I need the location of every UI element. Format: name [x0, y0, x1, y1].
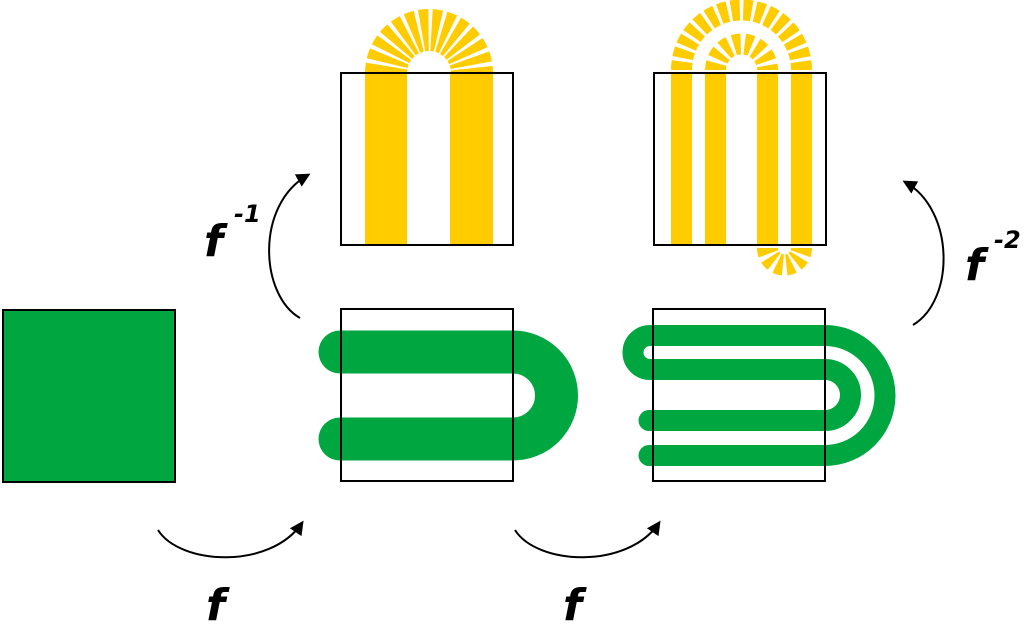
second-horseshoe — [622, 308, 896, 482]
first-preimage — [340, 9, 514, 246]
initial-square — [2, 309, 176, 483]
label-f-inverse-1: f — [204, 216, 228, 267]
label-f-1: f — [206, 580, 230, 631]
arrow-f-2 — [514, 520, 661, 559]
label-f-inverse-2-exponent: -2 — [994, 226, 1021, 254]
arrow-f-inverse-1 — [268, 173, 311, 319]
arrow-f-inverse-2 — [902, 180, 945, 326]
label-f-2: f — [563, 580, 587, 631]
arrow-f-1 — [157, 520, 304, 559]
first-horseshoe — [318, 308, 578, 482]
second-preimage — [653, 0, 827, 276]
label-f-inverse-1-exponent: -1 — [234, 200, 261, 228]
label-f-inverse-2: f — [965, 240, 989, 291]
